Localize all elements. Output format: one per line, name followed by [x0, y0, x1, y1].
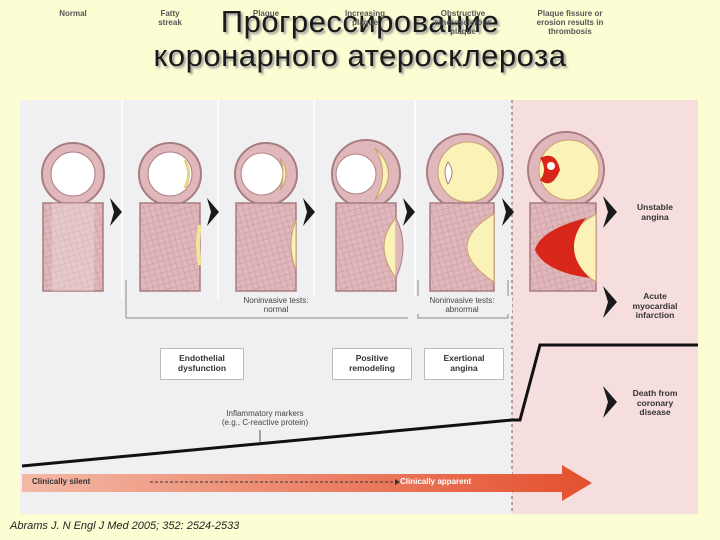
stage-label-fatty-streak: Fatty streak — [125, 9, 215, 27]
tests-abnormal-label: Noninvasive tests: abnormal — [412, 296, 512, 314]
clinically-silent-label: Clinically silent — [32, 477, 142, 486]
stage-plaque-vessel — [235, 143, 297, 291]
stage-label-obstructive-plaque: Obstructive atherosclerotic plaque — [418, 9, 508, 36]
stage-normal-vessel — [42, 143, 104, 291]
exertional-angina-box: Exertional angina — [424, 348, 504, 380]
stage-label-thrombosis: Plaque fissure or erosion results in thr… — [520, 9, 620, 36]
endothelial-dysfunction-box: Endothelial dysfunction — [160, 348, 244, 380]
positive-remodeling-box: Positive remodeling — [332, 348, 412, 380]
stage-thrombosis-vessel — [528, 132, 604, 291]
stage-obstructive-plaque-vessel — [427, 134, 503, 291]
stage-label-increasing-plaque: Increasing plaque — [320, 9, 410, 27]
tests-normal-label: Noninvasive tests: normal — [228, 296, 324, 314]
outcome-unstable-angina: Unstable angina — [615, 203, 695, 222]
stage-fatty-streak-vessel — [139, 143, 201, 291]
clinically-apparent-label: Clinically apparent — [400, 477, 510, 486]
progress-arrow — [110, 198, 122, 226]
stage-label-normal: Normal — [28, 9, 118, 18]
stage-increasing-plaque-vessel — [332, 140, 403, 291]
citation: Abrams J. N Engl J Med 2005; 352: 2524-2… — [10, 520, 239, 532]
progress-arrow — [207, 198, 219, 226]
outcome-myocardial-infarction: Acute myocardial infarction — [615, 292, 695, 321]
inflammatory-markers-label: Inflammatory markers (e.g., C-reactive p… — [200, 409, 330, 427]
outcome-death: Death from coronary disease — [615, 389, 695, 418]
progress-arrow — [403, 198, 415, 226]
progress-arrow — [303, 198, 315, 226]
stage-label-plaque: Plaque — [221, 9, 311, 18]
